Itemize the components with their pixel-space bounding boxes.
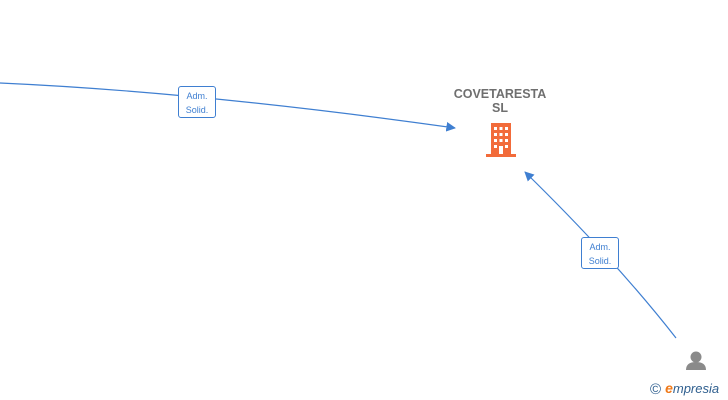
empresia-brand[interactable]: ©empresia xyxy=(650,380,719,398)
brand-e-letter: e xyxy=(665,380,673,396)
person-icon[interactable] xyxy=(686,351,706,371)
company-name-line2: SL xyxy=(492,101,508,115)
edge-label-2-line2: Solid. xyxy=(588,256,612,266)
edge-label-2-line1: Adm. xyxy=(589,242,611,252)
company-name-line1: COVETARESTA xyxy=(453,87,547,101)
edge-label-1-line1: Adm. xyxy=(186,91,208,101)
building-icon[interactable] xyxy=(486,123,516,157)
company-name[interactable]: COVETARESTA SL xyxy=(440,87,560,115)
edge-label-1[interactable]: Adm. Solid. xyxy=(178,86,216,118)
edge-label-1-line2: Solid. xyxy=(185,105,209,115)
edge-line-1 xyxy=(0,82,456,132)
copyright-icon: © xyxy=(650,381,662,398)
edge-label-2[interactable]: Adm. Solid. xyxy=(581,237,619,269)
brand-name-rest: mpresia xyxy=(672,381,720,396)
